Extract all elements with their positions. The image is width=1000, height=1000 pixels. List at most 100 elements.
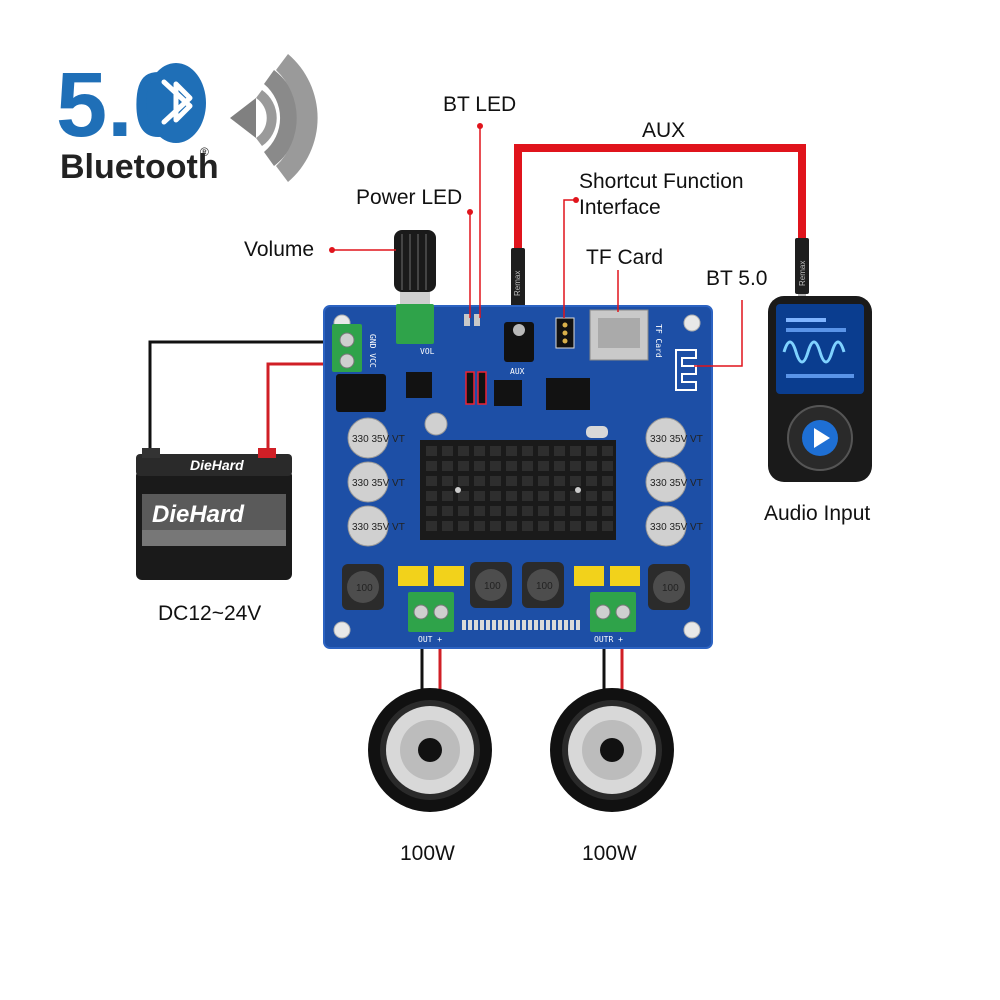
power-terminal: GND VCC — [332, 324, 377, 372]
label-volume: Volume — [244, 238, 314, 261]
label-bt-led: BT LED — [443, 93, 516, 116]
label-power-led: Power LED — [356, 186, 462, 209]
smd-part — [516, 620, 520, 630]
heatsink-fin — [458, 446, 469, 456]
capacitor: 330 35V VT — [347, 461, 405, 503]
smd-part — [546, 620, 550, 630]
heatsink-fin — [538, 461, 549, 471]
label-speaker-left: 100W — [400, 842, 455, 865]
heatsink-fin — [602, 506, 613, 516]
heatsink-fin — [506, 491, 517, 501]
volume-knob[interactable]: VOL — [394, 230, 436, 356]
bluetooth-rune-icon — [146, 63, 206, 143]
heatsink-fin — [442, 506, 453, 516]
heatsink-fin — [554, 506, 565, 516]
output-terminal-left: OUT + — [408, 592, 454, 644]
smd-part — [474, 620, 478, 630]
smd-part — [576, 620, 580, 630]
bluetooth-logo: 5.0 Bluetooth ® — [56, 54, 219, 186]
heatsink-fin — [506, 506, 517, 516]
heatsink-fin — [586, 446, 597, 456]
heatsink-fin — [490, 506, 501, 516]
power-wires — [148, 340, 342, 470]
smd-part — [552, 620, 556, 630]
heatsink-fin — [602, 491, 613, 501]
silk-out-left: OUT + — [418, 635, 442, 644]
callout-labels: BT LED AUX Shortcut Function Interface P… — [158, 93, 870, 865]
tf-card-slot[interactable]: TF Card — [589, 309, 663, 361]
output-terminal-right: OUTR + — [590, 592, 636, 644]
heatsink-fin — [570, 446, 581, 456]
svg-text:100: 100 — [356, 583, 373, 594]
smd-part — [510, 620, 514, 630]
heatsink-fin — [570, 461, 581, 471]
heatsink-fin — [602, 461, 613, 471]
heatsink-fin — [602, 446, 613, 456]
heatsink-fin — [426, 506, 437, 516]
label-bt50: BT 5.0 — [706, 267, 767, 290]
heatsink-fin — [570, 521, 581, 531]
heatsink-fin — [506, 476, 517, 486]
svg-text:330 35V VT: 330 35V VT — [352, 522, 405, 533]
heatsink-fin — [490, 476, 501, 486]
heatsink-fin — [426, 521, 437, 531]
heatsink-fin — [474, 461, 485, 471]
heatsink-fin — [442, 491, 453, 501]
svg-text:330 35V VT: 330 35V VT — [650, 478, 703, 489]
svg-text:330 35V VT: 330 35V VT — [650, 522, 703, 533]
led-indicators — [464, 314, 487, 405]
smd-part — [468, 620, 472, 630]
heatsink-fin — [506, 521, 517, 531]
crystal — [586, 426, 608, 438]
battery: DieHard DieHard — [136, 448, 292, 580]
smd-part — [570, 620, 574, 630]
smd-components — [462, 620, 580, 630]
heatsink-fin — [442, 461, 453, 471]
bt-antenna — [675, 349, 697, 391]
heatsink-fin — [490, 461, 501, 471]
smd-part — [504, 620, 508, 630]
svg-text:330 35V VT: 330 35V VT — [352, 434, 405, 445]
heatsink-fin — [522, 461, 533, 471]
label-aux: AUX — [642, 119, 685, 142]
aux-jack[interactable]: AUX — [504, 322, 534, 376]
heatsink-fin — [426, 446, 437, 456]
smd-part — [528, 620, 532, 630]
heatsink — [420, 440, 616, 540]
speaker-left — [368, 688, 492, 812]
silk-aux: AUX — [510, 367, 525, 376]
label-audio-input: Audio Input — [764, 502, 870, 525]
heatsink-fin — [458, 461, 469, 471]
smd-part — [462, 620, 466, 630]
aux-plug-brand-left: Remax — [513, 271, 522, 296]
heatsink-fin — [586, 521, 597, 531]
heatsink-fin — [522, 446, 533, 456]
logo-registered: ® — [200, 145, 209, 159]
label-tf-card: TF Card — [586, 246, 663, 269]
capacitor: 330 35V VT — [347, 417, 405, 459]
inductor: 100 — [648, 564, 690, 610]
heatsink-fin — [586, 461, 597, 471]
heatsink-fin — [474, 491, 485, 501]
heatsink-fin — [458, 491, 469, 501]
heatsink-fin — [426, 491, 437, 501]
silk-vol: VOL — [420, 347, 435, 356]
heatsink-fin — [538, 521, 549, 531]
heatsink-fin — [554, 521, 565, 531]
heatsink-fin — [458, 521, 469, 531]
capacitors: 330 35V VT 330 35V VT 330 35V VT 330 35V… — [347, 412, 703, 547]
regulator — [406, 372, 432, 398]
heatsink-fin — [602, 476, 613, 486]
heatsink-fin — [426, 476, 437, 486]
svg-text:100: 100 — [484, 581, 501, 592]
silk-tf: TF Card — [654, 324, 663, 358]
logo-word: Bluetooth — [60, 148, 219, 186]
svg-text:100: 100 — [662, 583, 679, 594]
inductors: 100 100 100 100 — [342, 562, 690, 610]
heatsink-fin — [442, 446, 453, 456]
silk-out-right: OUTR + — [594, 635, 623, 644]
heatsink-fin — [538, 491, 549, 501]
svg-text:330 35V VT: 330 35V VT — [352, 478, 405, 489]
heatsink-fin — [570, 476, 581, 486]
